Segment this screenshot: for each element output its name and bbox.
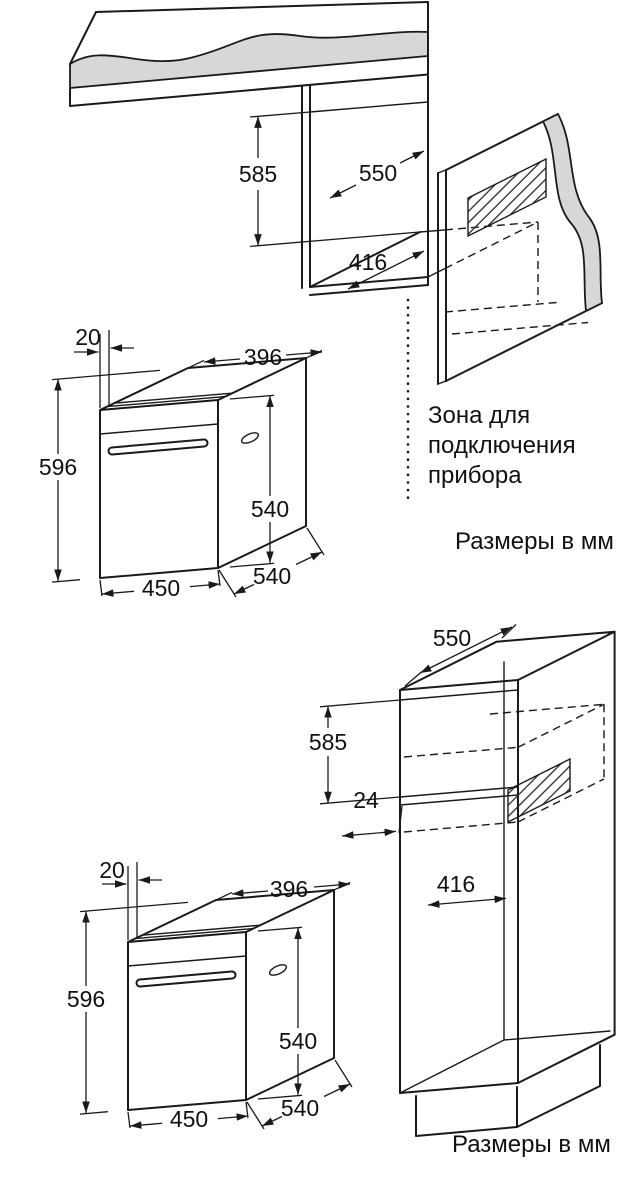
connection-zone-hatch-bottom xyxy=(507,757,571,824)
top-niche-dimensions xyxy=(249,111,425,290)
top-right-side-panel xyxy=(437,113,603,385)
dim-bottom-oven-depth: 540 xyxy=(281,1095,319,1121)
dim-bottom-oven-body-height: 540 xyxy=(279,1028,317,1054)
dim-top-oven-top-width: 396 xyxy=(244,344,282,370)
dim-bottom-front-offset: 24 xyxy=(353,787,379,813)
dim-top-oven-front-width: 450 xyxy=(142,575,180,601)
dim-top-oven-gap: 20 xyxy=(75,324,101,350)
dim-bottom-oven-height: 596 xyxy=(67,986,105,1012)
connection-zone-note-line1: Зона для xyxy=(428,402,530,429)
connection-zone-hatch xyxy=(467,157,547,238)
units-note-bottom: Размеры в мм xyxy=(452,1131,611,1158)
countertop-break-band xyxy=(69,30,429,89)
dim-bottom-oven-gap: 20 xyxy=(99,857,125,883)
connection-zone-note-line2: подключения xyxy=(428,432,576,459)
dim-top-oven-height: 596 xyxy=(39,454,77,480)
connection-zone-note-line3: прибора xyxy=(428,462,522,489)
dim-top-niche-depth: 550 xyxy=(359,160,397,186)
panel-break-band xyxy=(542,113,603,312)
dim-bottom-niche-height: 585 xyxy=(309,729,347,755)
units-note-top: Размеры в мм xyxy=(455,528,614,555)
dim-bottom-niche-width: 416 xyxy=(437,871,475,897)
dim-bottom-oven-front-width: 450 xyxy=(170,1106,208,1132)
bottom-tall-cabinet xyxy=(399,630,616,1137)
oven-top-view xyxy=(52,330,324,597)
top-countertop-cabinet xyxy=(69,1,589,335)
dim-top-oven-depth: 540 xyxy=(253,563,291,589)
dim-top-oven-body-height: 540 xyxy=(251,496,289,522)
bottom-cabinet-dimensions xyxy=(319,624,517,908)
dim-top-niche-height: 585 xyxy=(239,161,277,187)
dim-top-niche-width: 416 xyxy=(349,249,387,275)
oven-bottom-view xyxy=(80,862,352,1129)
dim-bottom-oven-top-width: 396 xyxy=(270,876,308,902)
dim-bottom-cabinet-depth: 550 xyxy=(433,625,471,651)
